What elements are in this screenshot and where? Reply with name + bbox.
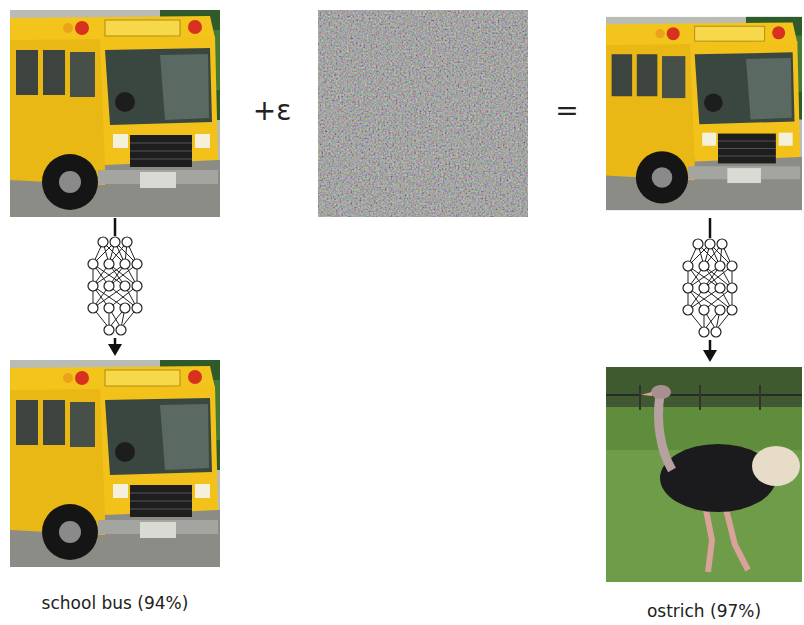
- bus-photo: [10, 10, 220, 217]
- noise-image: [318, 10, 528, 217]
- operator-label: +ε: [253, 94, 292, 127]
- class-label: school bus (94%): [42, 593, 189, 613]
- network-icon: [88, 237, 142, 335]
- network-icon: [683, 239, 737, 337]
- operator-label: =: [555, 94, 578, 127]
- operator-label-box: +ε: [253, 94, 292, 127]
- operator-label-box: =: [555, 94, 578, 127]
- ostrich-photo: [606, 367, 802, 582]
- class-label-box: school bus (94%): [42, 593, 189, 613]
- bus-photo: [10, 360, 220, 567]
- class-label-box: ostrich (97%): [647, 601, 761, 621]
- class-label: ostrich (97%): [647, 601, 761, 621]
- bus-photo: [606, 17, 802, 210]
